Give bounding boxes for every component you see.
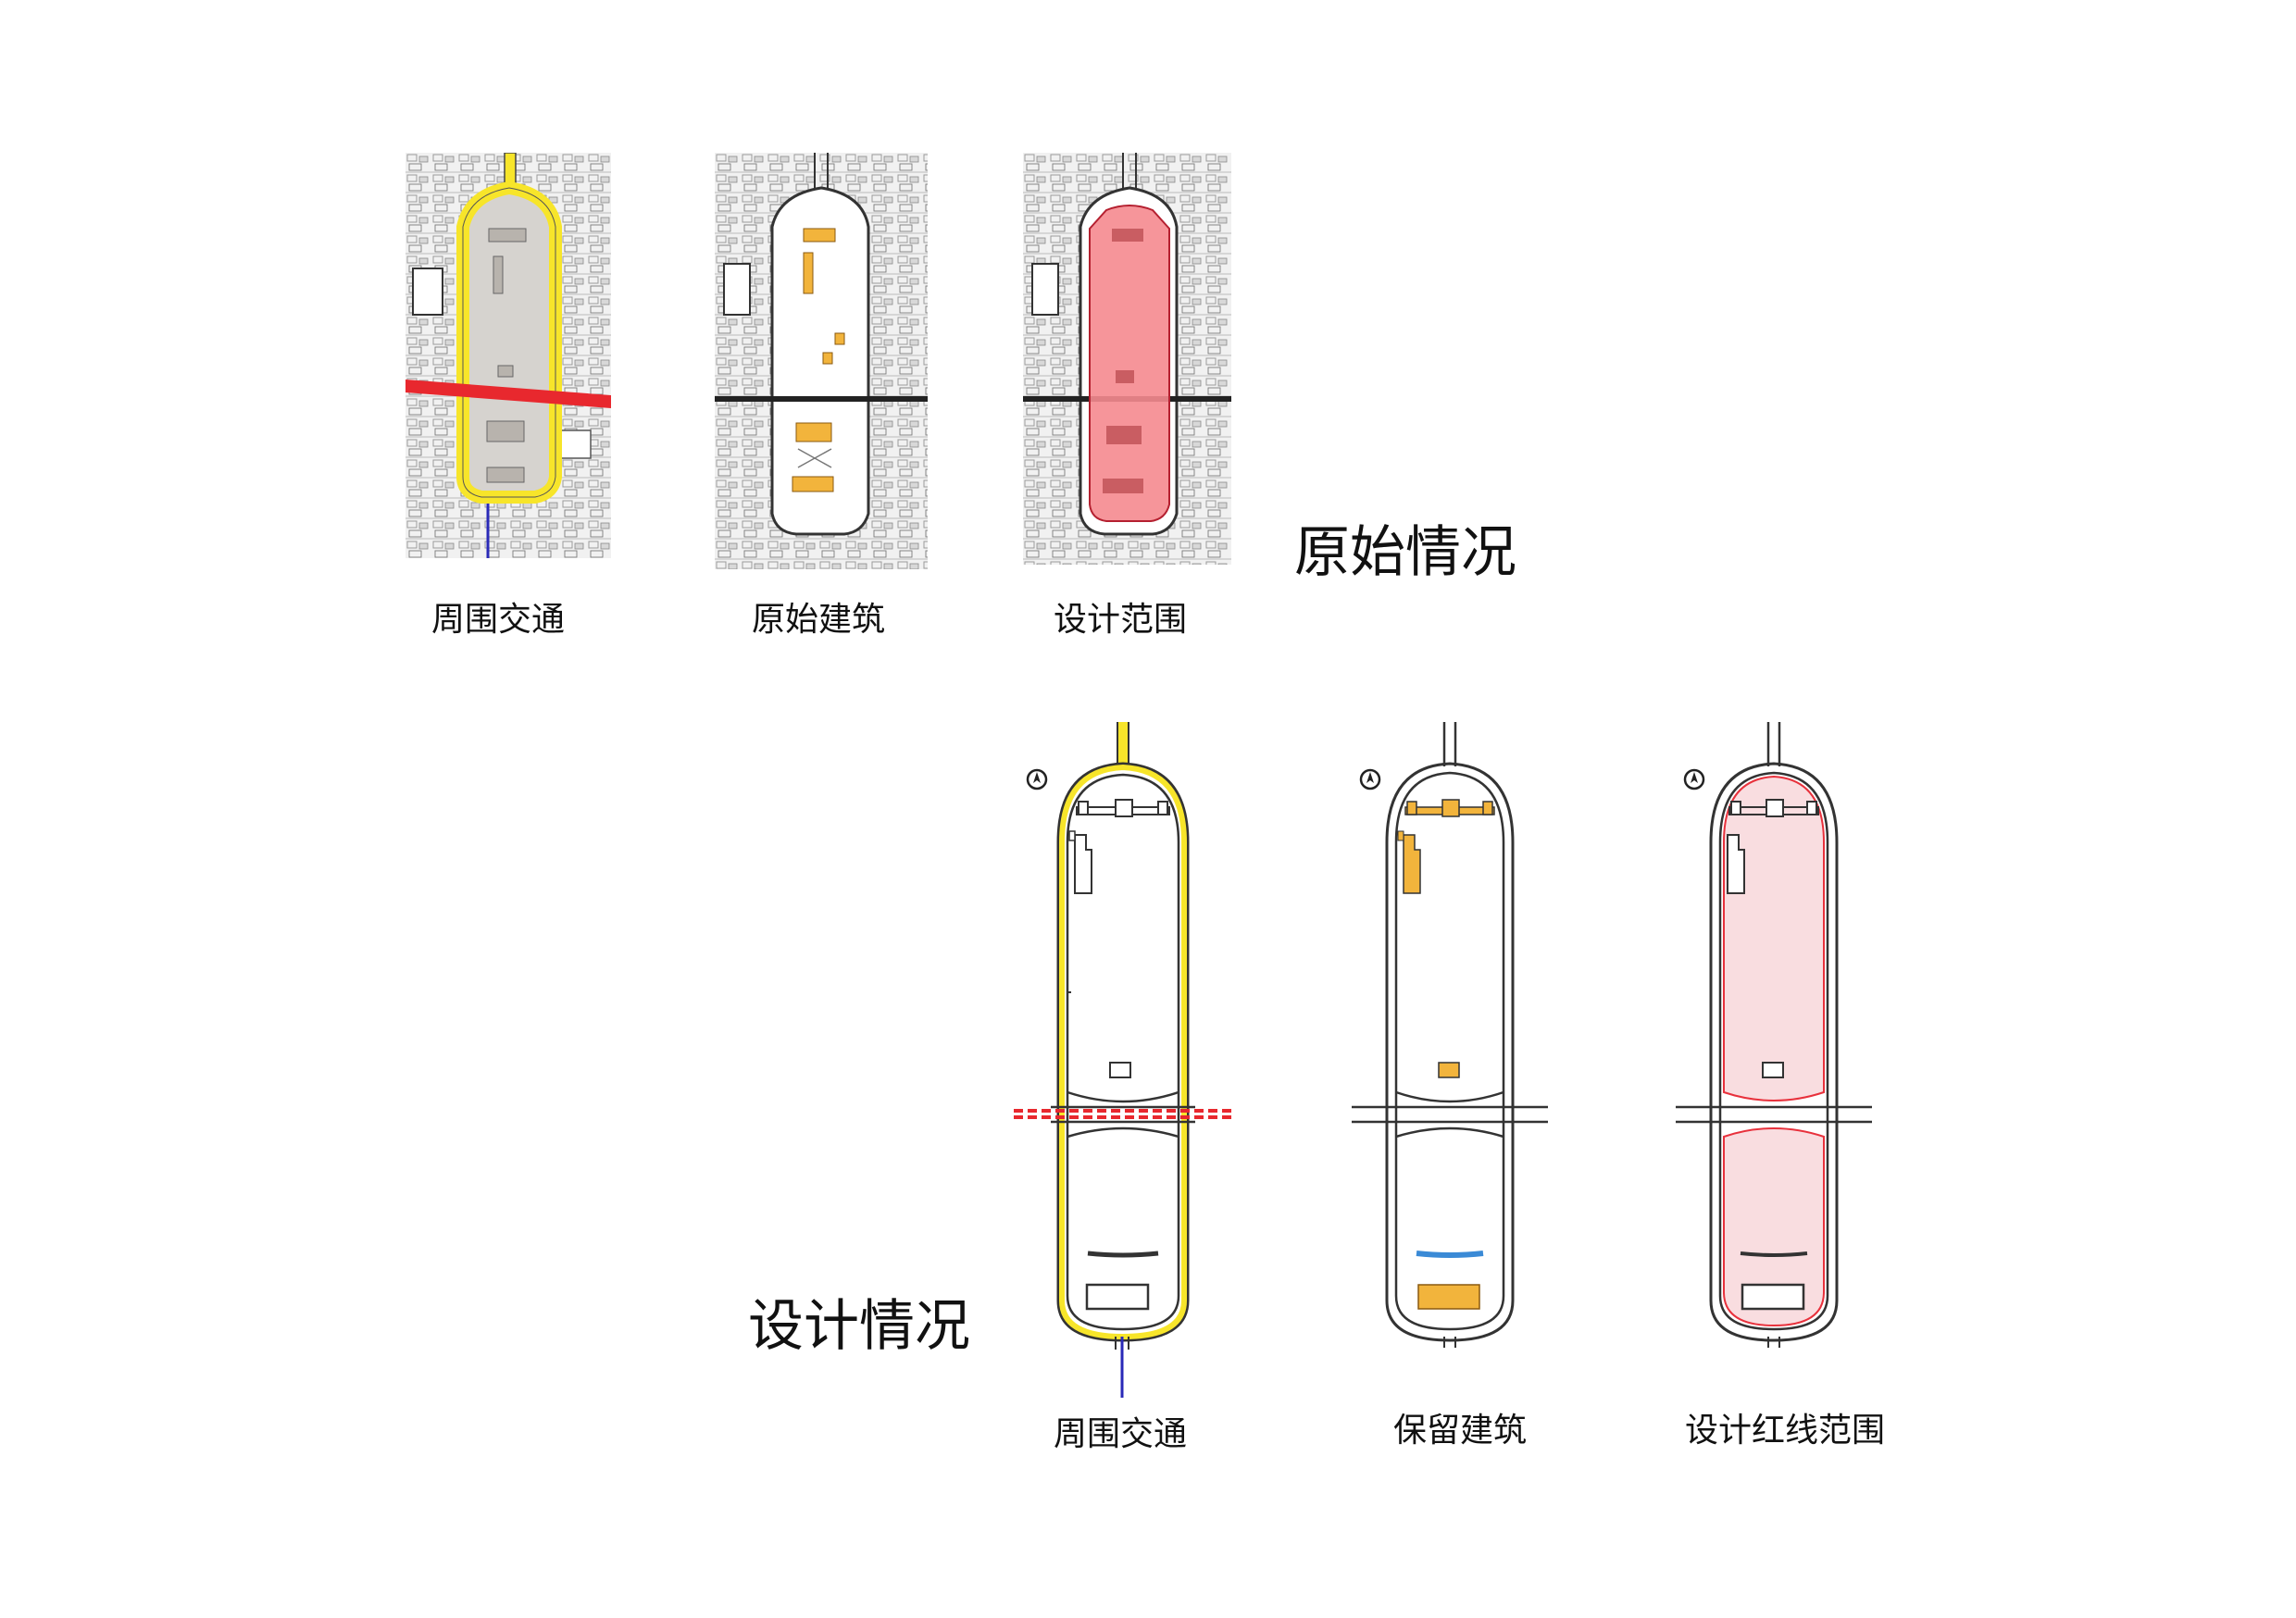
north-building — [1078, 801, 1089, 815]
original-design-scope-map — [1023, 153, 1231, 565]
building-mark — [486, 467, 525, 483]
north-building — [1806, 801, 1817, 815]
original-buildings-svg — [715, 153, 928, 569]
orange-building — [803, 252, 814, 294]
plaza-arc — [1067, 1090, 1179, 1103]
ring-road-edge — [462, 187, 556, 498]
city-block — [1031, 263, 1059, 316]
compass-icon — [1359, 768, 1381, 790]
building-mark — [497, 365, 514, 378]
orange-building — [822, 352, 833, 365]
plaza-arc — [1395, 1090, 1504, 1103]
design-redline-svg — [1676, 722, 1872, 1348]
design-area — [1089, 205, 1170, 522]
original-section-title: 原始情况 — [1294, 520, 1516, 585]
design-traffic-diagram — [1014, 722, 1245, 1398]
building-mark — [486, 420, 525, 442]
plaza-arc — [1067, 1126, 1179, 1139]
ring-inner — [1394, 771, 1505, 1331]
ring-outer — [1709, 762, 1839, 1342]
redline-north-area — [1723, 775, 1825, 1101]
orange-building — [834, 332, 845, 345]
orange-building — [803, 228, 836, 243]
compass-icon — [1683, 768, 1705, 790]
building-mark — [1112, 229, 1143, 242]
site-outline — [770, 186, 870, 536]
ring-yellow — [1059, 764, 1187, 1340]
design-retained-caption: 保留建筑 — [1393, 1412, 1528, 1450]
city-block — [723, 263, 751, 316]
ring-inner — [1066, 773, 1180, 1331]
original-traffic-svg — [406, 153, 611, 558]
central-building — [1109, 1062, 1131, 1078]
design-retained-diagram — [1352, 722, 1560, 1370]
building-mark — [1116, 370, 1134, 383]
retained-building — [1441, 799, 1460, 817]
original-buildings-map — [715, 153, 928, 569]
retained-building — [1482, 801, 1493, 815]
original-design-scope-caption: 设计范围 — [1054, 601, 1188, 639]
retained-building — [1406, 801, 1417, 815]
orange-building — [795, 422, 832, 442]
plaza-arc — [1395, 1126, 1504, 1139]
north-building — [1730, 801, 1741, 815]
original-scope-svg — [1023, 153, 1231, 565]
north-building — [1157, 801, 1168, 815]
south-arc — [1087, 1251, 1159, 1258]
original-buildings-caption: 原始建筑 — [752, 601, 886, 639]
west-building — [1068, 830, 1076, 841]
building-mark — [1106, 426, 1142, 444]
gate-building — [1115, 799, 1133, 817]
design-redline-diagram — [1676, 722, 1884, 1370]
retained-building — [1403, 834, 1421, 894]
retained-building — [1438, 1062, 1460, 1078]
design-redline-caption: 设计红线范围 — [1685, 1412, 1886, 1450]
retained-building — [1397, 830, 1404, 841]
design-section-title: 设计情况 — [748, 1294, 970, 1359]
central-building — [1762, 1062, 1784, 1078]
retained-walkway — [1416, 1251, 1484, 1258]
redline-south-area — [1723, 1127, 1825, 1327]
retained-building — [1417, 1284, 1480, 1310]
design-traffic-svg — [1014, 722, 1232, 1398]
design-retained-svg — [1352, 722, 1548, 1348]
west-building — [1727, 834, 1745, 894]
north-road — [1117, 722, 1129, 766]
building-mark — [1103, 479, 1143, 493]
south-arc — [1740, 1251, 1808, 1257]
gate-building — [1766, 799, 1784, 817]
ring-outer — [1385, 762, 1515, 1342]
courtyard-line — [797, 448, 832, 468]
city-block — [412, 268, 443, 316]
design-traffic-caption: 周围交通 — [1054, 1415, 1188, 1453]
original-traffic-map — [406, 153, 611, 558]
south-building — [1085, 1283, 1150, 1311]
main-road — [715, 396, 928, 402]
west-building — [1074, 834, 1092, 894]
main-road — [406, 380, 611, 408]
original-traffic-caption: 周围交通 — [431, 601, 566, 639]
ring-outer — [1056, 762, 1190, 1342]
orange-building — [792, 476, 834, 492]
building-mark — [493, 255, 504, 294]
south-building — [1741, 1283, 1805, 1311]
compass-icon — [1026, 768, 1048, 790]
building-mark — [488, 228, 527, 243]
